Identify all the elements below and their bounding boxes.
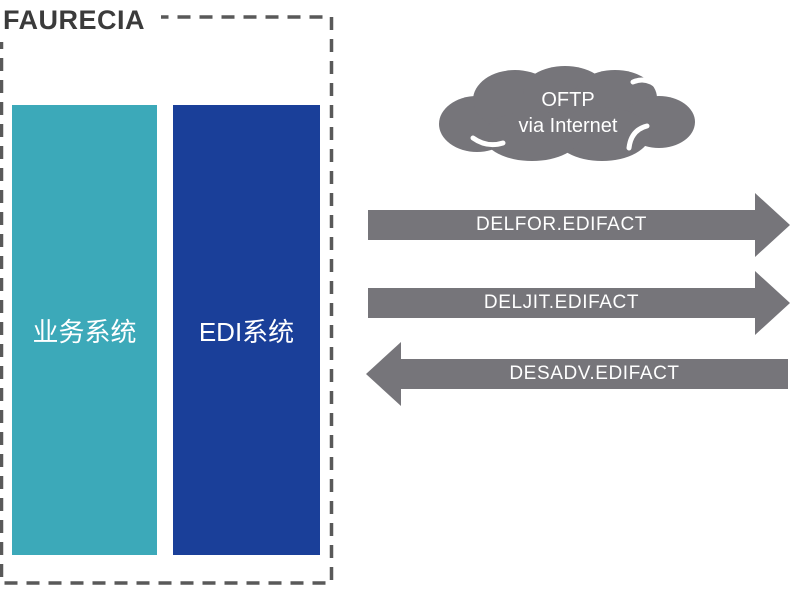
arrow-desadv: DESADV.EDIFACT [366, 342, 788, 406]
oftp-cloud: OFTP via Internet [437, 62, 699, 164]
business-system-label: 业务系统 [32, 316, 137, 347]
edi-system-label: EDI系统 [198, 316, 295, 347]
right-arrow-icon [368, 193, 790, 257]
arrow-deljit: DELJIT.EDIFACT [368, 271, 790, 335]
arrow-delfor: DELFOR.EDIFACT [368, 193, 790, 257]
cloud-label: OFTP via Internet [437, 62, 699, 164]
company-label: FAURECIA [0, 0, 162, 42]
cloud-label-line1: OFTP [541, 89, 595, 111]
arrow-label: DESADV.EDIFACT [509, 363, 680, 384]
faurecia-boundary-border [0, 15, 334, 585]
cloud-label-line2: via Internet [518, 115, 618, 137]
arrow-label: DELJIT.EDIFACT [483, 292, 640, 313]
left-arrow-icon [366, 342, 788, 406]
cloud-icon [439, 66, 695, 161]
business-system-box: 业务系统 [12, 105, 157, 555]
arrow-label: DELFOR.EDIFACT [476, 214, 647, 235]
right-arrow-icon [368, 271, 790, 335]
edi-system-box: EDI系统 [173, 105, 320, 555]
